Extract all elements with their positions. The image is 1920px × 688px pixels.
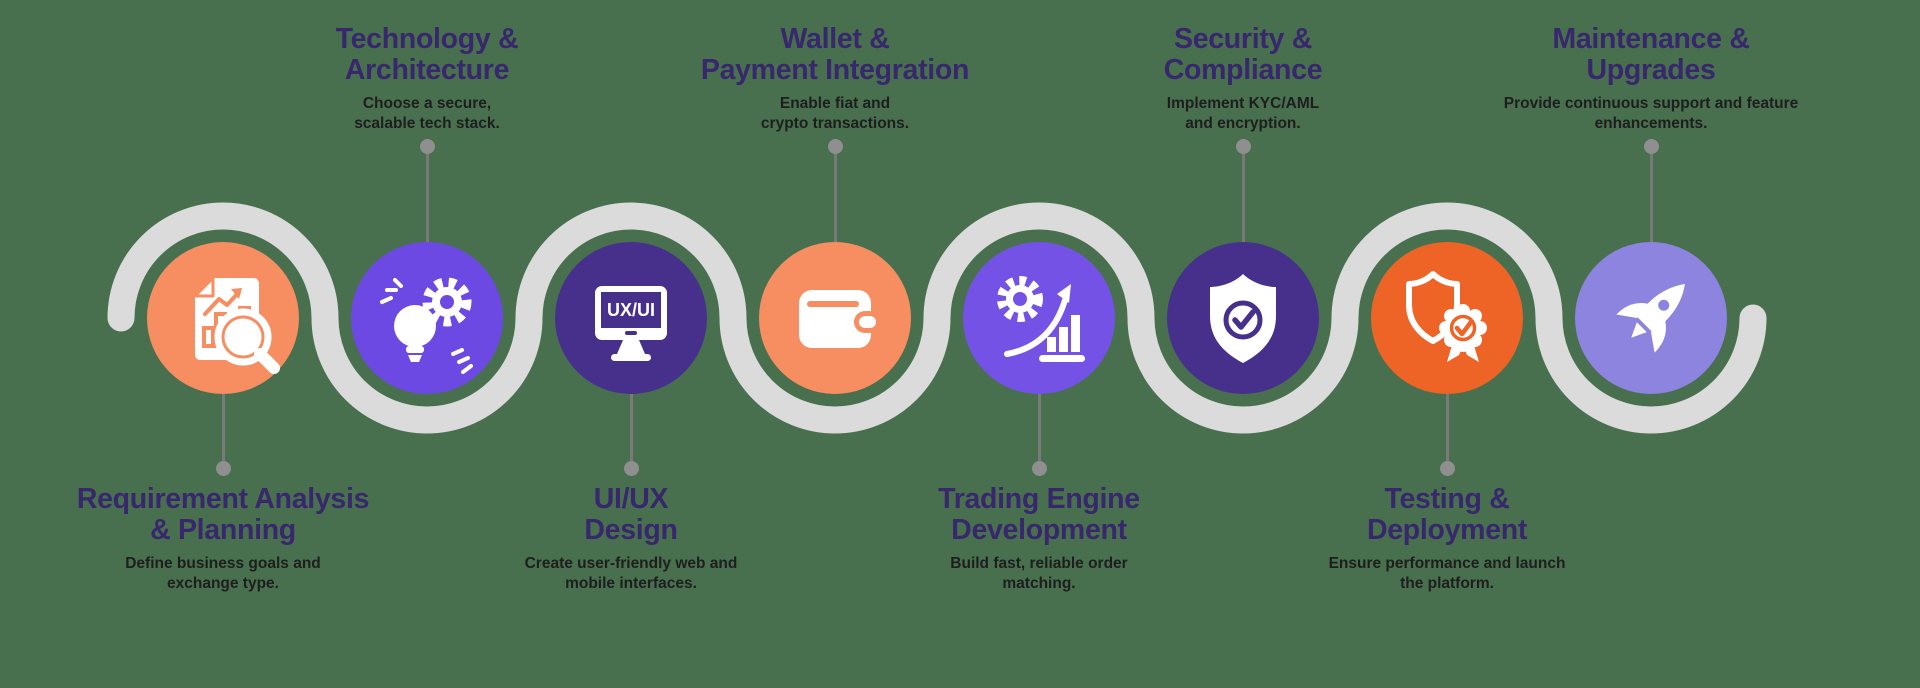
connector-line — [425, 152, 429, 242]
connector-line — [1037, 394, 1041, 464]
step-circle: UX/UI — [555, 242, 707, 394]
connector-dot — [827, 138, 843, 154]
step-description: Ensure performance and launch the platfo… — [1328, 555, 1566, 592]
connector-dot — [1439, 460, 1455, 476]
step-title: Requirement Analysis & Planning — [76, 483, 370, 546]
uxui-label: UX/UI — [607, 300, 655, 320]
connector-dot — [623, 460, 639, 476]
step-circle — [1575, 242, 1727, 394]
step-title: Security & Compliance — [1163, 23, 1323, 86]
step-circle — [147, 242, 299, 394]
connector-line — [1241, 152, 1245, 242]
badge-shield-icon — [1406, 271, 1487, 362]
step-description: Define business goals and exchange type. — [125, 555, 321, 592]
step-title: Maintenance & Upgrades — [1552, 23, 1750, 86]
connector-dot — [1031, 460, 1047, 476]
analysis-document-icon — [193, 276, 280, 374]
step-description: Choose a secure, scalable tech stack. — [354, 95, 500, 132]
step-circle — [351, 242, 503, 394]
connector-line — [629, 394, 633, 464]
connector-line — [1649, 152, 1653, 242]
step-title: UI/UX Design — [584, 483, 678, 546]
connector-dot — [1643, 138, 1659, 154]
step-circle — [759, 242, 911, 394]
uxui-monitor-icon: UX/UI — [595, 286, 667, 361]
wallet-icon — [799, 290, 880, 348]
trading-growth-icon — [997, 276, 1085, 362]
connector-line — [221, 394, 225, 464]
idea-gear-icon — [380, 277, 473, 374]
step-title: Wallet & Payment Integration — [700, 23, 970, 86]
step-circle — [1167, 242, 1319, 394]
connector-dot — [215, 460, 231, 476]
step-description: Create user-friendly web and mobile inte… — [524, 555, 738, 592]
connector-dot — [1235, 138, 1251, 154]
step-description: Build fast, reliable order matching. — [950, 555, 1128, 592]
step-title: Technology & Architecture — [335, 23, 519, 86]
step-title: Trading Engine Development — [938, 483, 1140, 546]
rocket-icon — [1616, 284, 1685, 353]
step-circle — [963, 242, 1115, 394]
step-circle — [1371, 242, 1523, 394]
connector-line — [1445, 394, 1449, 464]
process-wave-path — [107, 202, 1767, 434]
step-description: Provide continuous support and feature e… — [1503, 95, 1799, 132]
shield-check-icon — [1210, 274, 1276, 363]
step-description: Enable fiat and crypto transactions. — [760, 95, 910, 132]
step-title: Testing & Deployment — [1366, 483, 1528, 546]
connector-line — [833, 152, 837, 242]
connector-dot — [419, 138, 435, 154]
step-description: Implement KYC/AML and encryption. — [1166, 95, 1320, 132]
